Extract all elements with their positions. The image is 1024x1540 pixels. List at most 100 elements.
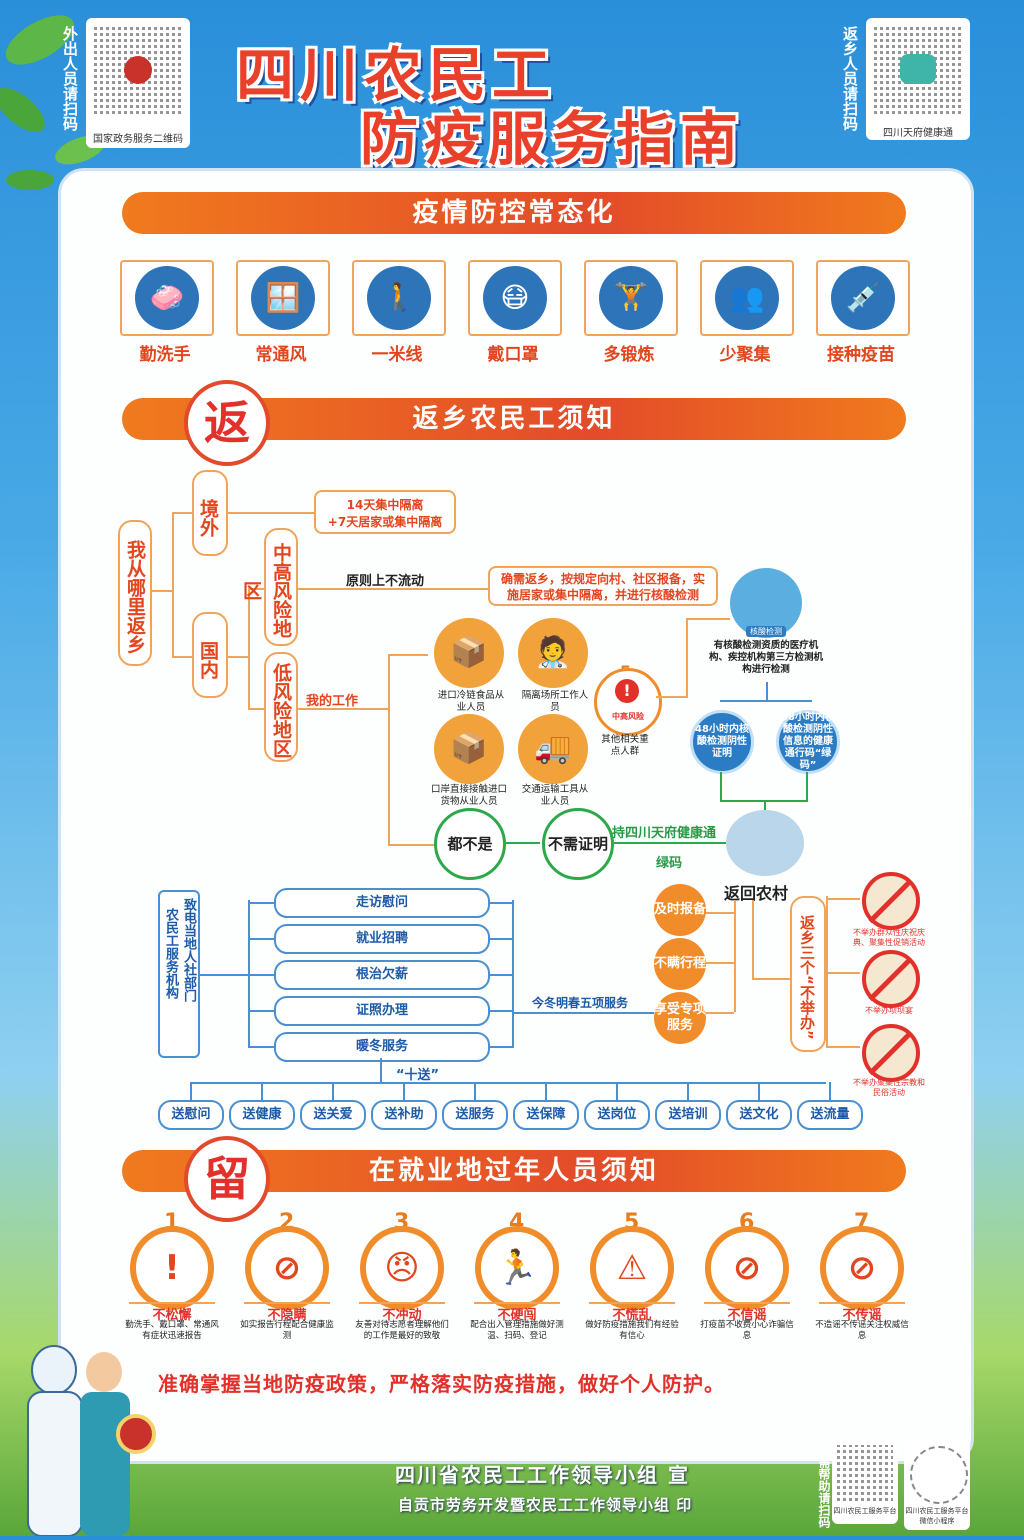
section3-badge: 留 [184, 1136, 270, 1222]
reminder-detail: 不造谣不传谣关注权威信息 [815, 1320, 909, 1341]
proof-circle: 48小时内核酸检测阴性信息的健康通行码“绿码” [776, 710, 840, 774]
reminder-detail: 做好防疫措施我们有经验有信心 [585, 1320, 679, 1341]
reminder-title: 不慌乱 [589, 1302, 675, 1323]
emblem-icon [124, 56, 152, 84]
ten-send-item: 送服务 [442, 1100, 508, 1130]
cold-chain-icon: 📦 [434, 618, 504, 688]
service-item: 暖冬服务 [274, 1032, 490, 1062]
practice-card: 🚶 [352, 260, 446, 336]
test-org-text: 有核酸检测资质的医疗机构、疾控机构第三方检测机构进行检测 [708, 640, 823, 675]
no-proof-circle: 不需证明 [542, 808, 614, 880]
abroad-rule-note: 14天集中隔离 +7天居家或集中隔离 [314, 490, 456, 534]
reminder-title: 不传谣 [819, 1302, 905, 1323]
domestic-box: 国内 [192, 612, 228, 698]
action-circle: 享受专项服务 [654, 992, 706, 1044]
low-risk-box: 低风险地区 [264, 652, 298, 762]
job-label: 交通运输工具从业人员 [521, 784, 589, 807]
ten-send-label: “十送” [396, 1068, 440, 1083]
practice-label: 勤洗手 [139, 345, 191, 365]
right-qr-side-label: 返乡人员请扫码 [841, 26, 859, 131]
high-risk-badge: 中高风险 [612, 712, 644, 721]
footer-miniprogram-code[interactable]: 四川农民工服务平台微信小程序 [904, 1440, 970, 1530]
action-circle: 不瞒行程 [654, 938, 706, 990]
no-banquet-icon [862, 950, 920, 1008]
truck-icon: 🚚 [518, 714, 588, 784]
contact-box: 致电当地人社部门 农民工服务机构 [158, 890, 200, 1058]
service-item: 证照办理 [274, 996, 490, 1026]
reminder-detail: 配合出入管理措施做好测温、扫码、登记 [470, 1320, 564, 1341]
exercise-icon: 🏋 [599, 266, 663, 330]
left-qr-caption: 国家政务服务二维码 [93, 134, 183, 145]
quarantine-worker-icon: 🧑‍⚕️ [518, 618, 588, 688]
ten-send-item: 送文化 [726, 1100, 792, 1130]
right-qr-code[interactable]: 四川天府健康通 [866, 18, 970, 140]
footer-publisher: 四川省农民工工作领导小组 宣 [395, 1463, 690, 1487]
practice-card: 💉 [816, 260, 910, 336]
reminder-title: 不冲动 [359, 1302, 445, 1323]
proof-circle: 48小时内核酸检测阴性证明 [690, 710, 754, 774]
footer-qr-code[interactable]: 四川农民工服务平台 [832, 1440, 898, 1524]
no-crowd-icon: 👥 [715, 266, 779, 330]
no-move-text: 原则上不流动 [346, 574, 425, 589]
reminder-icon: ⊘ [705, 1226, 789, 1310]
action-circle: 及时报备 [654, 884, 706, 936]
job-label: 隔离场所工作人员 [521, 690, 589, 713]
reminder-detail: 勤洗手、戴口罩、常通风有症状迅速报告 [125, 1320, 219, 1341]
reminder-title: 不隐瞒 [244, 1302, 330, 1323]
must-return-note: 确需返乡，按规定向村、社区报备，实施居家或集中隔离，并进行核酸检测 [488, 566, 718, 606]
no-item: 不举办坝坝宴 [865, 1006, 913, 1015]
right-qr-caption: 四川天府健康通 [883, 128, 953, 139]
ventilation-icon: 🪟 [251, 266, 315, 330]
footer-qr1-caption: 四川农民工服务平台 [833, 1507, 897, 1515]
practice-card: 🧼 [120, 260, 214, 336]
reminder-icon: ⊘ [245, 1226, 329, 1310]
service-item: 根治欠薪 [274, 960, 490, 990]
reminder-detail: 如实报告行程配合健康监测 [240, 1320, 334, 1341]
distance-icon: 🚶 [367, 266, 431, 330]
no-religious-icon [862, 1024, 920, 1082]
ten-send-item: 送培训 [655, 1100, 721, 1130]
reminder-icon: 🏃 [475, 1226, 559, 1310]
slogan: 准确掌握当地防疫政策，严格落实防疫措施，做好个人防护。 [158, 1372, 725, 1396]
no-item: 不举办聚集性宗教和民俗活动 [853, 1078, 925, 1097]
alert-icon: ! [615, 679, 639, 703]
my-job-text: 我的工作 [306, 694, 359, 709]
hold-code-text: 持四川天府健康通 [612, 826, 717, 841]
practice-card: 🪟 [236, 260, 330, 336]
reminder-detail: 打疫苗不收费小心诈骗信息 [700, 1320, 794, 1341]
practice-card: 😷 [468, 260, 562, 336]
vaccine-icon: 💉 [831, 266, 895, 330]
practice-label: 戴口罩 [487, 345, 539, 365]
reminder-title: 不信谣 [704, 1302, 790, 1323]
leaves-decoration [0, 0, 120, 200]
footer-qr2-caption: 四川农民工服务平台微信小程序 [905, 1507, 969, 1525]
ten-send-item: 送保障 [513, 1100, 579, 1130]
hand-wash-icon: 🧼 [135, 266, 199, 330]
reminder-detail: 友善对待志愿者理解他们的工作是最好的致敬 [355, 1320, 449, 1341]
miniprogram-icon [910, 1446, 968, 1504]
reminder-title: 不松懈 [129, 1302, 215, 1323]
health-check-icon [900, 54, 936, 84]
service-item: 走访慰问 [274, 888, 490, 918]
left-qr-code[interactable]: 国家政务服务二维码 [86, 18, 190, 148]
contact-text2: 农民工服务机构 [163, 908, 178, 999]
no-item: 不举办群众性庆祝庆典、聚集性促销活动 [853, 928, 925, 947]
footer-printer: 自贡市劳务开发暨农民工工作领导小组 印 [398, 1496, 693, 1514]
practice-label: 常通风 [255, 345, 307, 365]
reminder-title: 不硬闯 [474, 1302, 560, 1323]
job-label: 其他相关重点人群 [601, 734, 649, 757]
ten-send-item: 送岗位 [584, 1100, 650, 1130]
reminder-icon: 😠 [360, 1226, 444, 1310]
practice-card: 🏋 [584, 260, 678, 336]
abroad-rule-line1: 14天集中隔离 [346, 498, 424, 512]
return-village-text: 返回农村 [724, 884, 789, 903]
section1-title: 疫情防控常态化 [122, 192, 906, 234]
green-code-text: 绿码 [656, 856, 683, 871]
mask-icon: 😷 [483, 266, 547, 330]
services-label: 今冬明春五项服务 [532, 996, 629, 1010]
practice-label: 接种疫苗 [827, 345, 895, 365]
none-circle: 都不是 [434, 808, 506, 880]
page-title-line1: 四川农民工 [236, 41, 557, 109]
ten-send-item: 送补助 [371, 1100, 437, 1130]
abroad-rule-line2: +7天居家或集中隔离 [327, 515, 443, 529]
